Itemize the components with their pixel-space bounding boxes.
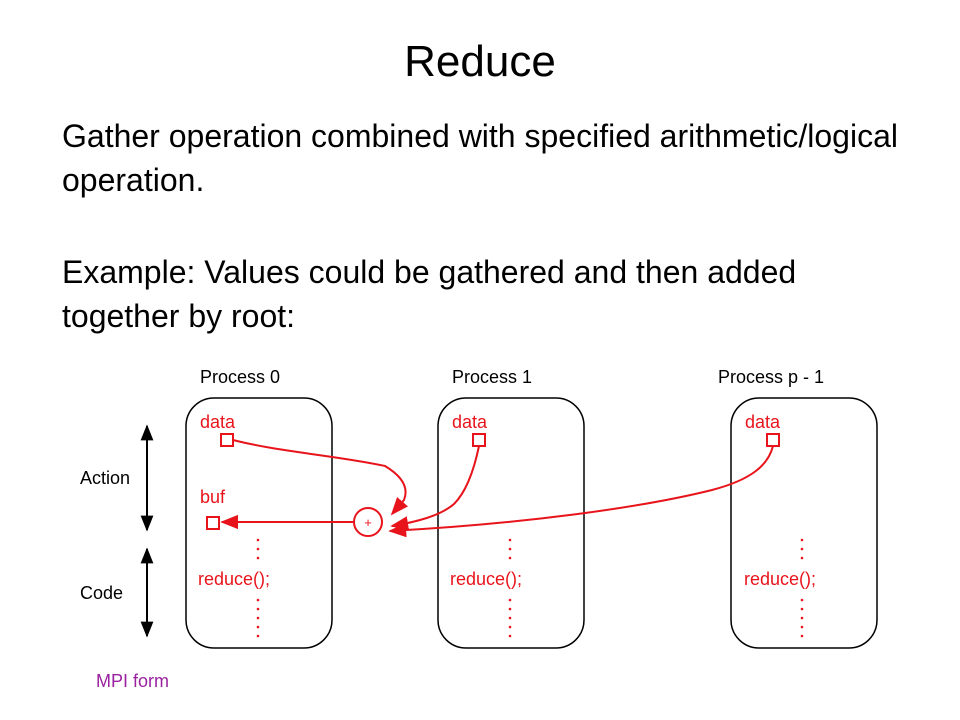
process-1-code-dots-lower bbox=[508, 598, 512, 638]
process-0-label: Process 0 bbox=[200, 367, 280, 387]
arrow-process-0-data-to-operator bbox=[232, 439, 409, 516]
action-label: Action bbox=[80, 468, 130, 488]
process-1-data-label: data bbox=[452, 412, 488, 432]
process-p-minus-1-label: Process p - 1 bbox=[718, 367, 824, 387]
arrow-process-p-minus-1-data-to-operator bbox=[388, 445, 774, 538]
process-0-reduce-call: reduce(); bbox=[198, 569, 270, 589]
process-p-minus-1-data-square bbox=[766, 433, 780, 447]
process-0-data-square bbox=[220, 433, 234, 447]
process-1-reduce-call: reduce(); bbox=[450, 569, 522, 589]
process-1-data-square bbox=[472, 433, 486, 447]
process-1-box bbox=[437, 397, 585, 649]
process-0-buf-label: buf bbox=[200, 487, 226, 507]
arrow-process-1-data-to-operator bbox=[390, 445, 480, 531]
process-p-minus-1-reduce-call: reduce(); bbox=[744, 569, 816, 589]
process-0-buf-square bbox=[206, 516, 220, 530]
process-0-data-label: data bbox=[200, 412, 236, 432]
process-1-label: Process 1 bbox=[452, 367, 532, 387]
process-0-code-dots-lower bbox=[256, 598, 260, 638]
example-paragraph: Example: Values could be gathered and th… bbox=[62, 254, 797, 334]
description-paragraph: Gather operation combined with specified… bbox=[62, 118, 898, 198]
process-p-minus-1-code-dots-lower bbox=[800, 598, 804, 638]
process-p-minus-1-box bbox=[730, 397, 878, 649]
code-label: Code bbox=[80, 583, 123, 603]
slide-title: Reduce bbox=[404, 37, 556, 86]
process-1-code-dots-upper bbox=[508, 538, 512, 560]
process-p-minus-1-data-label: data bbox=[745, 412, 781, 432]
sum-operator-symbol: + bbox=[364, 515, 372, 530]
process-p-minus-1-code-dots-upper bbox=[800, 538, 804, 560]
mpi-form-label: MPI form bbox=[96, 671, 169, 691]
process-0-code-dots-upper bbox=[256, 538, 260, 560]
